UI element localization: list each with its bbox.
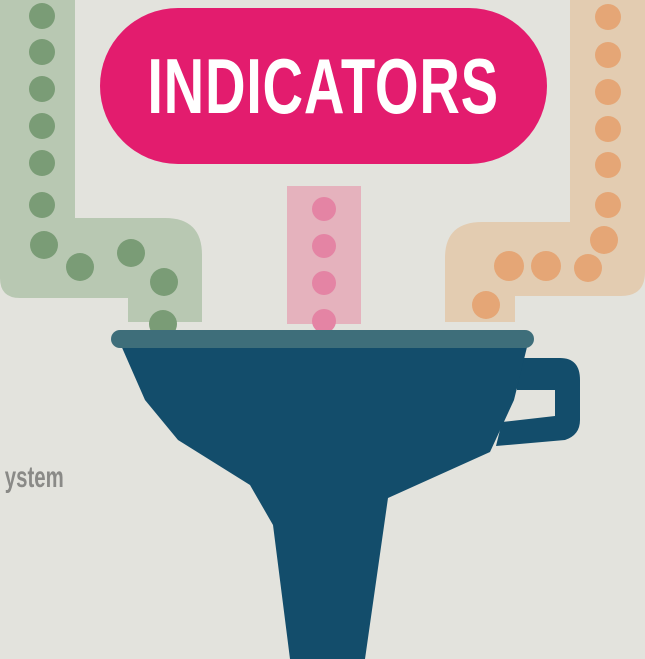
green-dots — [29, 3, 178, 338]
orange-pipe — [445, 0, 645, 322]
side-label-container: ystem — [0, 461, 70, 501]
green-pipe — [0, 0, 202, 338]
orange-dots — [472, 4, 621, 319]
pink-dots — [312, 197, 336, 333]
side-label: ystem — [5, 461, 64, 494]
title-pill: INDICATORS — [100, 8, 547, 164]
title-text: INDICATORS — [147, 41, 500, 130]
funnel-icon — [111, 330, 580, 659]
pink-pipe — [287, 186, 361, 333]
